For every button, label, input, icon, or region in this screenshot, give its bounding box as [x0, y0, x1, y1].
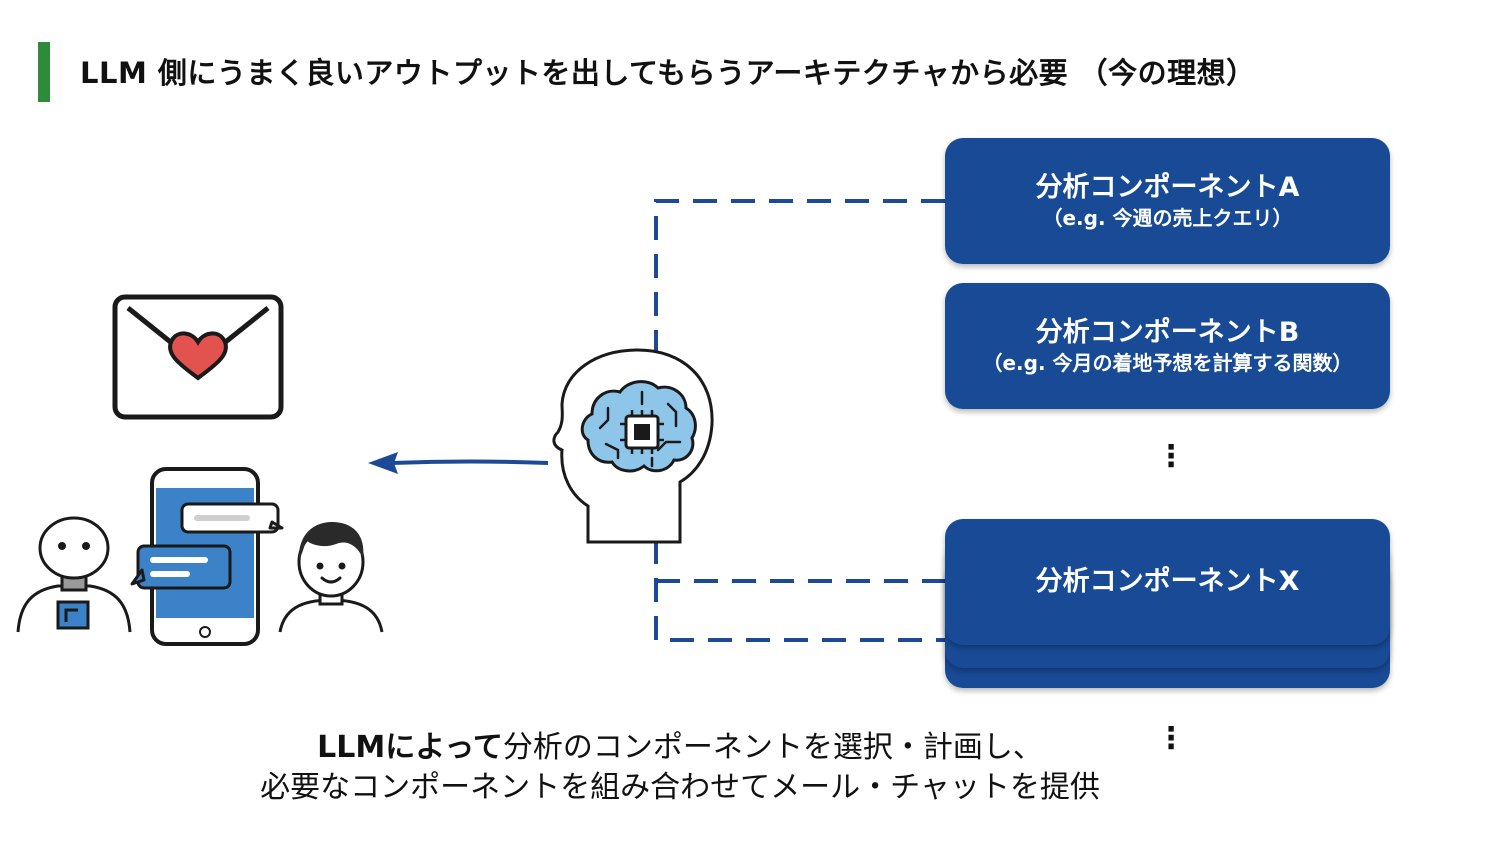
- connector-component-a: [654, 199, 945, 360]
- heart-icon: [168, 331, 228, 381]
- caption-line1-rest: 分析のコンポーネントを選択・計画し、: [502, 730, 1043, 765]
- connector-component-x: [654, 540, 945, 642]
- component-card-x: 分析コンポーネントX: [945, 519, 1390, 645]
- component-x-name: 分析コンポーネントX: [1035, 566, 1300, 597]
- output-arrow: [368, 452, 549, 474]
- page-title: LLM 側にうまく良いアウトプットを出してもらうアーキテクチャから必要 （今の理…: [80, 56, 1256, 90]
- caption-bold: LLMによって: [317, 730, 503, 765]
- chat-bubble-right: [180, 502, 284, 534]
- chat-bubble-left: [130, 544, 232, 590]
- ai-brain-head-icon: [552, 348, 714, 544]
- person-icon: [278, 522, 384, 633]
- component-a-name: 分析コンポーネントA: [1035, 172, 1300, 203]
- component-card-b: 分析コンポーネントB （e.g. 今月の着地予想を計算する関数）: [945, 283, 1390, 409]
- component-a-desc: （e.g. 今週の売上クエリ）: [1042, 206, 1293, 230]
- envelope-heart-icon: [112, 294, 284, 420]
- ellipsis-between-cards: ⋮: [1156, 439, 1186, 474]
- component-card-a: 分析コンポーネントA （e.g. 今週の売上クエリ）: [945, 138, 1390, 264]
- diagram-caption: LLMによって分析のコンポーネントを選択・計画し、 必要なコンポーネントを組み合…: [140, 728, 1220, 808]
- robot-icon: [16, 516, 132, 633]
- title-accent-bar: [38, 42, 50, 102]
- caption-line2: 必要なコンポーネントを組み合わせてメール・チャットを提供: [260, 770, 1100, 805]
- smartphone-chat-icon: [130, 467, 284, 646]
- component-b-name: 分析コンポーネントB: [1035, 317, 1300, 348]
- component-b-desc: （e.g. 今月の着地予想を計算する関数）: [982, 351, 1353, 375]
